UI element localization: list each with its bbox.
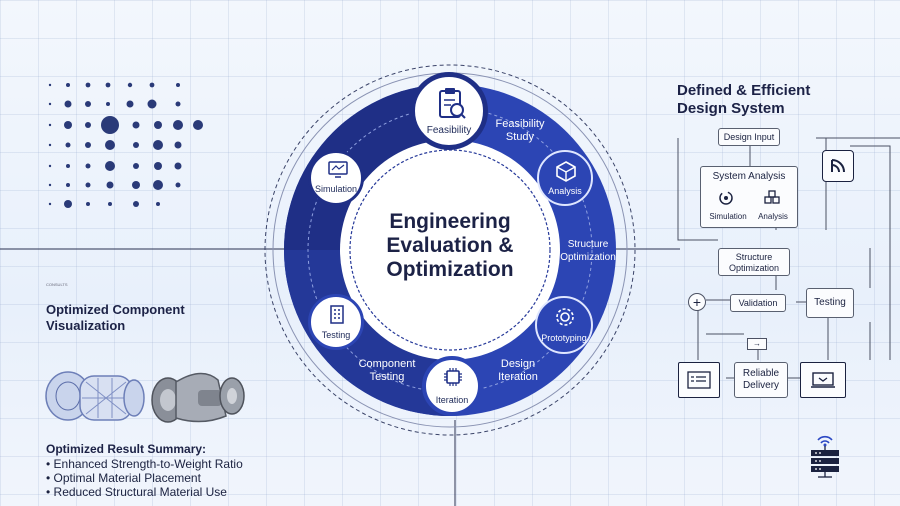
structure-optimization-line-1: Structure [735,252,773,262]
wifi-glyph [831,159,845,173]
plus-icon[interactable]: + [688,293,706,311]
label-component-testing-line-2: Testing [369,371,405,383]
laptop-glyph [811,372,835,388]
label-design-iteration: Design Iteration [486,358,550,384]
validation-box[interactable]: Validation [730,294,786,312]
solid-component-image [151,372,245,423]
structure-optimization-line-2: Optimization [728,263,780,273]
system-analysis-analysis: Analysis [758,212,788,221]
summary-item: • Enhanced Strength-to-Weight Ratio [46,457,243,471]
label-feasibility-study: Feasibility Study [488,118,552,144]
node-feasibility[interactable]: Feasibility [410,72,488,150]
system-analysis-simulation: Simulation [709,212,747,221]
summary-item: • Reduced Structural Material Use [46,485,227,499]
node-analysis[interactable]: Analysis [537,150,593,206]
center-title-line-2: Evaluation & [386,234,514,257]
visualization-heading-line-2: Visualization [46,318,126,333]
server-icon [811,435,839,478]
document-icon[interactable] [678,362,720,398]
design-system-heading-line-1: Defined & Efficient [677,82,811,99]
dot-matrix-decoration [48,82,203,208]
flowchart-connectors [677,137,900,379]
label-design-iteration-line-2: Iteration [498,371,538,383]
wifi-icon[interactable] [822,150,854,182]
lattice-component-image [45,371,145,421]
evaluation-ring-diagram [264,64,636,436]
label-structure-optimization-line-2: Optimization [560,252,616,263]
node-analysis-label: Analysis [548,186,582,196]
node-testing[interactable]: Testing [308,294,364,350]
structure-optimization-box[interactable]: Structure Optimization [718,248,790,276]
node-iteration[interactable]: Iteration [422,356,482,416]
node-prototyping-label: Prototyping [541,333,587,343]
gear-icon [556,308,574,326]
document-glyph [687,371,711,389]
visualization-heading: Optimized Component Visualization [46,302,185,334]
node-testing-label: Testing [321,330,351,340]
label-feasibility-study-line-2: Study [505,131,535,143]
summary-item-text: Enhanced Strength-to-Weight Ratio [53,457,243,471]
clipboard-icon [439,88,466,119]
system-analysis-title: System Analysis [712,171,786,182]
center-title: Engineering Evaluation & Optimization [350,210,550,282]
summary-item-text: Reduced Structural Material Use [53,485,227,499]
reliable-delivery-line-2: Delivery [742,380,780,391]
label-structure-optimization-line-1: Structure [567,239,609,250]
node-simulation-label: Simulation [314,184,358,194]
center-title-line-1: Engineering [389,210,511,233]
node-feasibility-label: Feasibility [426,125,472,136]
component-images [45,371,245,423]
testing-box[interactable]: Testing [806,288,854,318]
cube-icon [556,161,576,182]
label-feasibility-study-line-1: Feasibility [495,118,545,130]
label-design-iteration-line-1: Design [500,358,536,370]
label-component-testing-line-1: Component [358,358,416,370]
node-prototyping[interactable]: Prototyping [535,296,593,354]
summary-title: Optimized Result Summary: [46,442,207,456]
chip-icon [444,368,462,386]
design-input-box[interactable]: Design Input [718,128,780,146]
summary-item-text: Optimal Material Placement [53,471,201,485]
design-system-heading: Defined & Efficient Design System [677,82,810,118]
label-component-testing: Component Testing [352,358,422,384]
label-structure-optimization: Structure Optimization [552,238,624,264]
refresh-icon [719,191,733,205]
design-system-heading-line-2: Design System [677,100,785,117]
cubes-icon [764,190,780,204]
monitor-icon [328,161,348,178]
node-iteration-label: Iteration [435,395,469,405]
building-icon [330,305,344,324]
arrow-icon: → [747,338,767,350]
system-analysis-box[interactable]: System Analysis Simulation Analysis [700,166,798,228]
reliable-delivery-box[interactable]: Reliable Delivery [734,362,788,398]
summary-item: • Optimal Material Placement [46,471,201,485]
laptop-icon[interactable] [800,362,846,398]
reliable-delivery-line-1: Reliable [742,368,780,379]
tiny-caption: CONSULTS [46,282,68,287]
result-summary: Optimized Result Summary: • Enhanced Str… [46,441,243,499]
center-title-line-3: Optimization [386,258,514,281]
node-simulation[interactable]: Simulation [308,150,364,206]
visualization-heading-line-1: Optimized Component [46,302,185,317]
